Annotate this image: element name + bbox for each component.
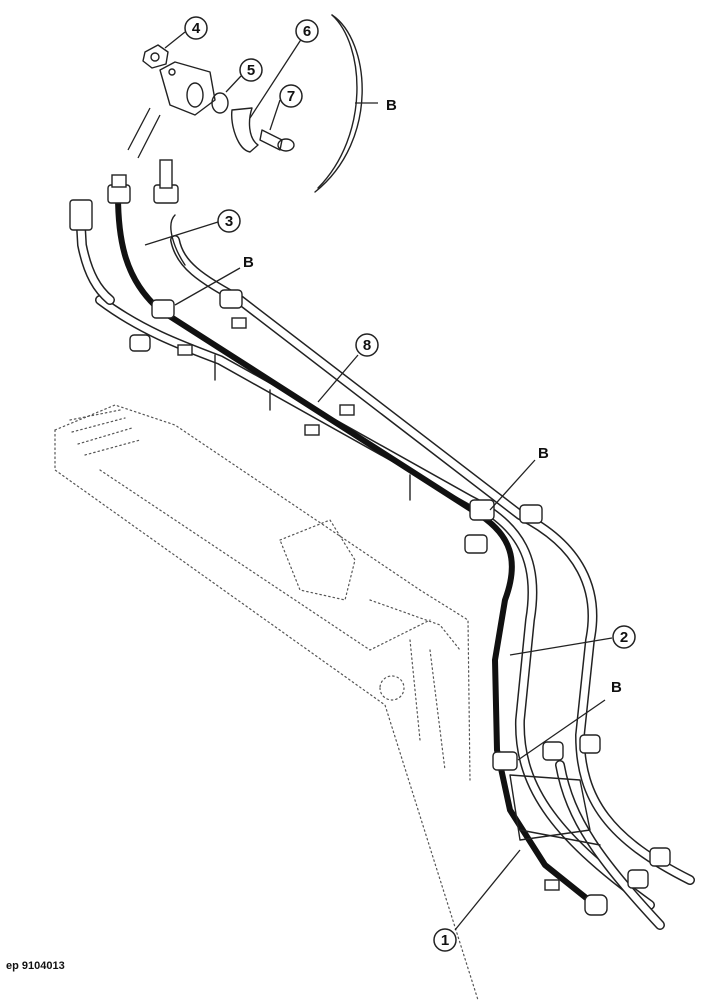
rigid-pipe-outer [95,295,655,910]
callout-4-label: 4 [192,20,201,37]
callout-8: 8 [355,333,379,357]
callout-6-label: 6 [303,23,311,40]
clamp-b-low [492,734,671,916]
callout-8-label: 8 [363,337,371,354]
o-ring-part-5 [211,92,229,114]
label-b-top: B [243,254,254,271]
support-brackets [214,354,601,846]
label-b-low: B [611,679,622,696]
callout-1-label: 1 [441,932,449,949]
callout-6: 6 [295,19,319,43]
loader-arm-outline [54,404,479,1000]
rigid-pipe-inner [170,235,695,885]
figure-caption: ep 9104013 [6,960,65,972]
rigid-pipe-third [555,760,665,930]
clamp-b-mid [304,404,543,554]
clamp-b-left [129,334,193,356]
callout-5: 5 [239,58,263,82]
callout-7-label: 7 [287,88,295,105]
callout-3: 3 [217,209,241,233]
nut-part-4 [142,44,169,69]
detail-pointer-arrows [127,107,161,159]
detail-b-bracket [314,14,363,193]
callout-7: 7 [279,84,303,108]
callout-5-label: 5 [247,62,255,79]
leader-lines [144,31,613,931]
left-hose [69,199,115,305]
label-b-detail: B [386,97,397,114]
callout-3-label: 3 [225,213,233,230]
bolt-part-7 [259,129,295,152]
half-flange-part-6 [231,107,259,153]
callout-2: 2 [612,625,636,649]
hose-end-fittings [107,159,186,266]
callout-4: 4 [184,16,208,40]
callout-1: 1 [433,928,457,952]
flange-fitting-detail [159,61,216,116]
callout-2-label: 2 [620,629,628,646]
label-b-mid: B [538,445,549,462]
clamp-b-top [151,289,247,329]
